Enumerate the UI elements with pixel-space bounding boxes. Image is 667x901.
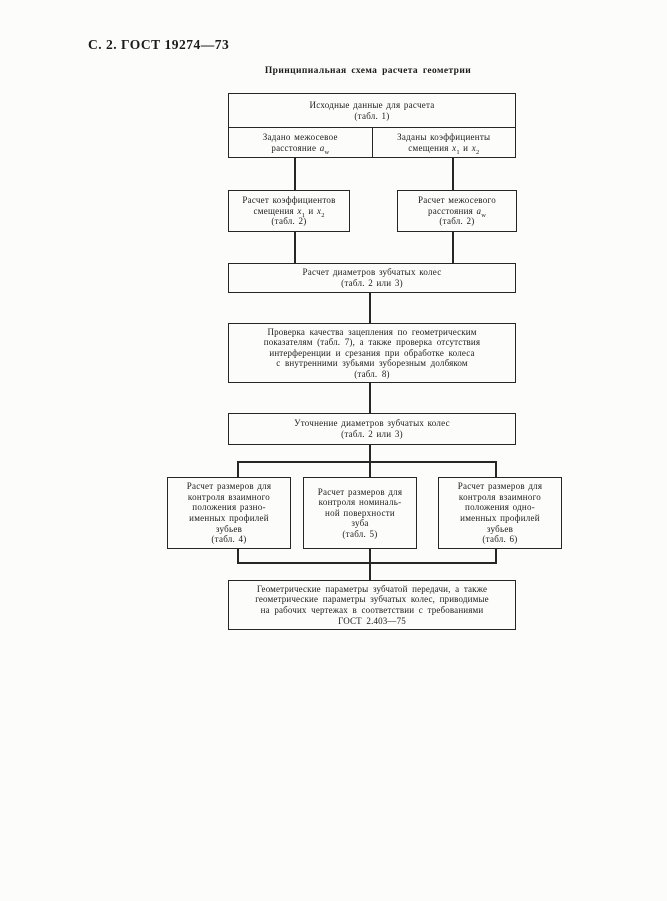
- text-line: Расчет диаметров зубчатых колес: [302, 267, 442, 278]
- text-line: (табл. 1): [354, 110, 390, 121]
- connector-line: [452, 232, 454, 264]
- text-line: (табл. 2): [439, 216, 475, 227]
- box-control-same-profiles: Расчет размеров для контроля взаимного п…: [438, 477, 562, 549]
- text-line: (табл. 5): [342, 528, 378, 539]
- text-line: (табл. 8): [354, 368, 390, 379]
- text-line: (табл. 6): [482, 534, 518, 545]
- text-line: положения разно-: [192, 502, 266, 513]
- connector-line: [495, 549, 497, 563]
- connector-line: [294, 232, 296, 264]
- text-line: зубьев: [215, 523, 243, 534]
- connector-line: [237, 461, 239, 478]
- box-calc-diameters: Расчет диаметров зубчатых колес (табл. 2…: [228, 263, 516, 293]
- connector-line: [452, 158, 454, 191]
- connector-line: [369, 445, 371, 462]
- text-line: смещения x1 и x2: [408, 142, 480, 156]
- cell-given-shift-coefficients: Заданы коэффициенты смещения x1 и x2: [373, 128, 516, 157]
- connector-line: [369, 549, 371, 581]
- text-line: ной поверхности: [325, 507, 395, 518]
- text-line: расстояние aw: [271, 142, 330, 156]
- connector-line: [369, 461, 371, 478]
- box-calc-center-distance: Расчет межосевого расстояния aw (табл. 2…: [397, 190, 517, 232]
- text-line: Расчет межосевого: [418, 195, 496, 206]
- text-line: положения одно-: [465, 502, 535, 513]
- text-line: с внутренними зубьями зуборезным долбяко…: [276, 358, 468, 369]
- text-line: (табл. 4): [211, 534, 247, 545]
- text-line: расстояния aw: [428, 205, 486, 219]
- text-line: на рабочих чертежах в соответствии с тре…: [260, 605, 484, 615]
- connector-line: [294, 158, 296, 191]
- text-line: зуба: [351, 518, 369, 529]
- text-line: зубьев: [486, 523, 514, 534]
- box-control-opposite-profiles: Расчет размеров для контроля взаимного п…: [167, 477, 291, 549]
- text-line: Расчет размеров для: [457, 481, 543, 492]
- text-line: Исходные данные для расчета: [309, 99, 435, 110]
- text-line: Уточнение диаметров зубчатых колес: [294, 418, 450, 429]
- connector-line: [369, 293, 371, 324]
- cell-given-center-distance: Задано межосевое расстояние aw: [229, 128, 373, 157]
- text-line: (табл. 2 или 3): [341, 429, 403, 439]
- text-line: Задано межосевое: [262, 131, 338, 142]
- text-line: геометрические параметры зубчатых колес,…: [255, 594, 489, 605]
- diagram-title: Принципиальная схема расчета геометрии: [264, 66, 472, 76]
- text-line: Расчет коэффициентов: [242, 195, 336, 206]
- connector-branch-line: [237, 461, 497, 463]
- box-refine-diameters: Уточнение диаметров зубчатых колес (табл…: [228, 413, 516, 445]
- text-line: Расчет размеров для: [317, 486, 403, 497]
- box-result-parameters: Геометрические параметры зубчатой переда…: [228, 580, 516, 630]
- text-line: (табл. 2): [271, 216, 307, 227]
- text-line: смещения x1 и x2: [253, 205, 325, 219]
- text-line: контроля взаимного: [458, 491, 542, 502]
- text-line: интерференции и срезания при обработке к…: [269, 347, 475, 358]
- text-line: Геометрические параметры зубчатой переда…: [256, 583, 488, 594]
- connector-line: [237, 549, 239, 563]
- text-line: именных профилей: [189, 513, 269, 523]
- box-source-data-header: Исходные данные для расчета (табл. 1): [229, 94, 515, 128]
- text-line: Заданы коэффициенты: [397, 131, 491, 142]
- text-line: контроля номиналь-: [318, 497, 402, 508]
- box-calc-shift-coefficients: Расчет коэффициентов смещения x1 и x2 (т…: [228, 190, 350, 232]
- text-line: Проверка качества зацепления по геометри…: [267, 326, 477, 337]
- text-line: Расчет размеров для: [186, 481, 272, 492]
- text-line: показателям (табл. 7), а также проверка …: [263, 337, 481, 348]
- text-line: контроля взаимного: [187, 491, 271, 502]
- box-quality-check: Проверка качества зацепления по геометри…: [228, 323, 516, 383]
- connector-merge-line: [237, 562, 497, 564]
- text-line: (табл. 2 или 3): [341, 278, 403, 288]
- box-source-data: Исходные данные для расчета (табл. 1) За…: [228, 93, 516, 158]
- page-header-gost-number: С. 2. ГОСТ 19274—73: [88, 37, 230, 52]
- box-control-nominal-surface: Расчет размеров для контроля номиналь- н…: [303, 477, 417, 549]
- text-line: ГОСТ 2.403—75: [338, 615, 406, 626]
- text-line: именных профилей: [460, 513, 540, 523]
- connector-line: [495, 461, 497, 478]
- connector-line: [369, 383, 371, 414]
